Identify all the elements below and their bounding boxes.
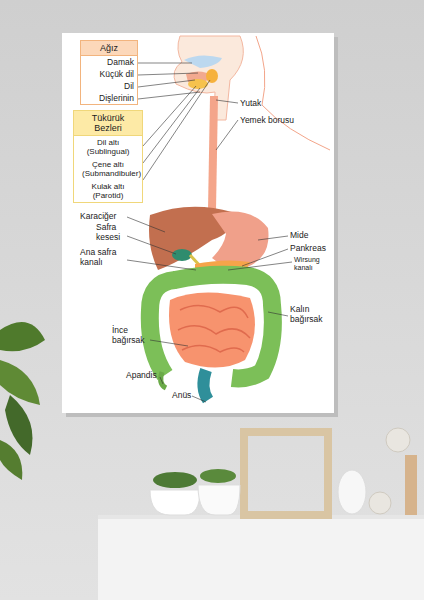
- small-plant: [200, 469, 236, 483]
- part-name: Dişlerinin: [81, 92, 137, 104]
- poster-canvas: [62, 33, 334, 413]
- part-label: Ana safra kanalı: [80, 247, 128, 267]
- leader-line: [268, 312, 288, 316]
- esophagus: [212, 96, 214, 210]
- leader-line: [138, 80, 195, 87]
- part-name: Dil altı (Sublingual): [74, 136, 142, 158]
- part-label: Yutak: [240, 98, 300, 108]
- part-label: Yemek borusu: [240, 115, 320, 125]
- part-name: Kulak altı (Parotid): [74, 180, 142, 202]
- head-outline: [174, 36, 243, 120]
- box-heading: Ağız: [81, 41, 137, 56]
- large-intestine: [150, 275, 273, 379]
- part-name: Küçük dil: [81, 68, 137, 80]
- small-intestine: [169, 292, 255, 367]
- palate: [184, 55, 222, 68]
- neck-outline: [256, 36, 330, 150]
- vase: [150, 490, 200, 515]
- intestine-folds: [178, 305, 250, 352]
- leader-lines: [127, 63, 292, 402]
- leaf: [0, 360, 40, 405]
- leader-line: [143, 86, 196, 146]
- part-label: Pankreas: [290, 243, 340, 253]
- leaf: [0, 322, 45, 351]
- leader-line: [216, 100, 238, 103]
- cabinet: [98, 515, 424, 600]
- part-label: Karaciğer: [80, 211, 140, 221]
- part-label: Kalın bağırsak: [290, 304, 340, 324]
- gallbladder: [172, 249, 192, 261]
- parotid-gland: [206, 69, 218, 83]
- gland-box: Tükürük BezleriDil altı (Sublingual)Çene…: [73, 110, 143, 203]
- vase: [198, 485, 240, 515]
- leader-line: [127, 260, 196, 270]
- plant: [0, 322, 45, 480]
- leader-line: [138, 63, 192, 64]
- leader-line: [150, 340, 188, 346]
- leader-line: [138, 73, 198, 75]
- part-name: Dil: [81, 80, 137, 92]
- part-label: Safra kesesi: [96, 222, 128, 242]
- small-plant: [153, 472, 197, 488]
- box-heading: Tükürük Bezleri: [74, 111, 142, 136]
- wooden-figure: [405, 455, 417, 515]
- rectum: [203, 370, 208, 400]
- yarn-ball: [386, 428, 410, 452]
- wooden-frame: [244, 432, 328, 515]
- leader-line: [138, 92, 200, 99]
- leader-line: [143, 80, 210, 180]
- leaf: [0, 440, 22, 480]
- leader-line: [228, 262, 292, 270]
- leader-line: [127, 217, 165, 232]
- leader-line: [192, 396, 206, 402]
- leader-line: [160, 377, 163, 384]
- part-label: İnce bağırsak: [112, 325, 150, 345]
- part-name: Çene altı (Submandibuler): [74, 158, 142, 180]
- part-label: Apandis: [126, 370, 166, 380]
- part-name: Damak: [81, 56, 137, 68]
- vase: [338, 470, 366, 514]
- leader-line: [216, 120, 238, 150]
- part-label: Anüs: [172, 390, 196, 400]
- leader-line: [143, 88, 200, 163]
- yarn-ball: [369, 492, 391, 514]
- leader-line: [127, 236, 176, 254]
- leader-line: [258, 236, 288, 240]
- part-label: Wirsung kanalı: [294, 256, 330, 272]
- part-label: Mide: [290, 230, 330, 240]
- mouth-box: AğızDamakKüçük dilDilDişlerinin: [80, 40, 138, 105]
- appendix: [161, 372, 166, 388]
